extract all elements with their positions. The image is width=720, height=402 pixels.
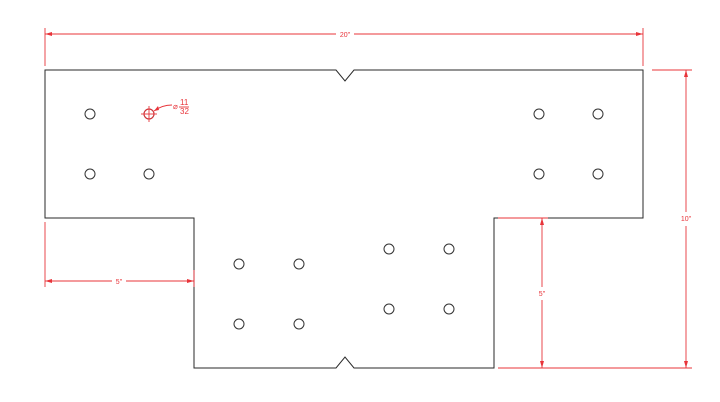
- arrowhead-top: [540, 218, 544, 225]
- hole: [293, 318, 305, 330]
- dimension-text: 20": [340, 32, 351, 39]
- hole: [143, 168, 155, 180]
- diameter-symbol: ⌀: [173, 102, 178, 111]
- hole: [233, 318, 245, 330]
- hole: [84, 108, 96, 120]
- arrowhead-right: [187, 279, 194, 283]
- dimension-text: 5": [116, 279, 123, 286]
- arrowhead-right: [636, 32, 643, 36]
- diameter-denominator: 32: [180, 107, 189, 116]
- hole: [533, 108, 545, 120]
- hole-callout: ⌀ 11 32: [141, 98, 189, 122]
- hole: [592, 168, 604, 180]
- hole: [233, 258, 245, 270]
- hole: [383, 303, 395, 315]
- hole: [84, 168, 96, 180]
- crosshair-ring: [143, 108, 155, 120]
- hole: [443, 303, 455, 315]
- leader-arrowhead: [154, 106, 159, 111]
- dimension-right-step-height: 5": [498, 217, 548, 368]
- hole: [533, 168, 545, 180]
- dimension-left-step-width: 5": [44, 222, 195, 287]
- arrowhead-bottom: [684, 361, 688, 368]
- hole: [383, 243, 395, 255]
- hole-group-bottom-right: [383, 243, 455, 315]
- hole: [592, 108, 604, 120]
- dimension-overall-height: 10": [498, 69, 692, 369]
- dimension-text: 10": [681, 216, 692, 223]
- dimension-overall-width: 20": [44, 28, 644, 66]
- hole-group-bottom-left: [233, 258, 305, 330]
- diameter-numerator: 11: [180, 98, 189, 107]
- hole: [443, 243, 455, 255]
- hole-group-top-right: [533, 108, 604, 180]
- arrowhead-top: [684, 70, 688, 77]
- hole: [293, 258, 305, 270]
- plate-outline: [44, 69, 644, 369]
- arrowhead-left: [45, 32, 52, 36]
- arrowhead-bottom: [540, 361, 544, 368]
- arrowhead-left: [45, 279, 52, 283]
- dimension-text: 5": [539, 291, 546, 298]
